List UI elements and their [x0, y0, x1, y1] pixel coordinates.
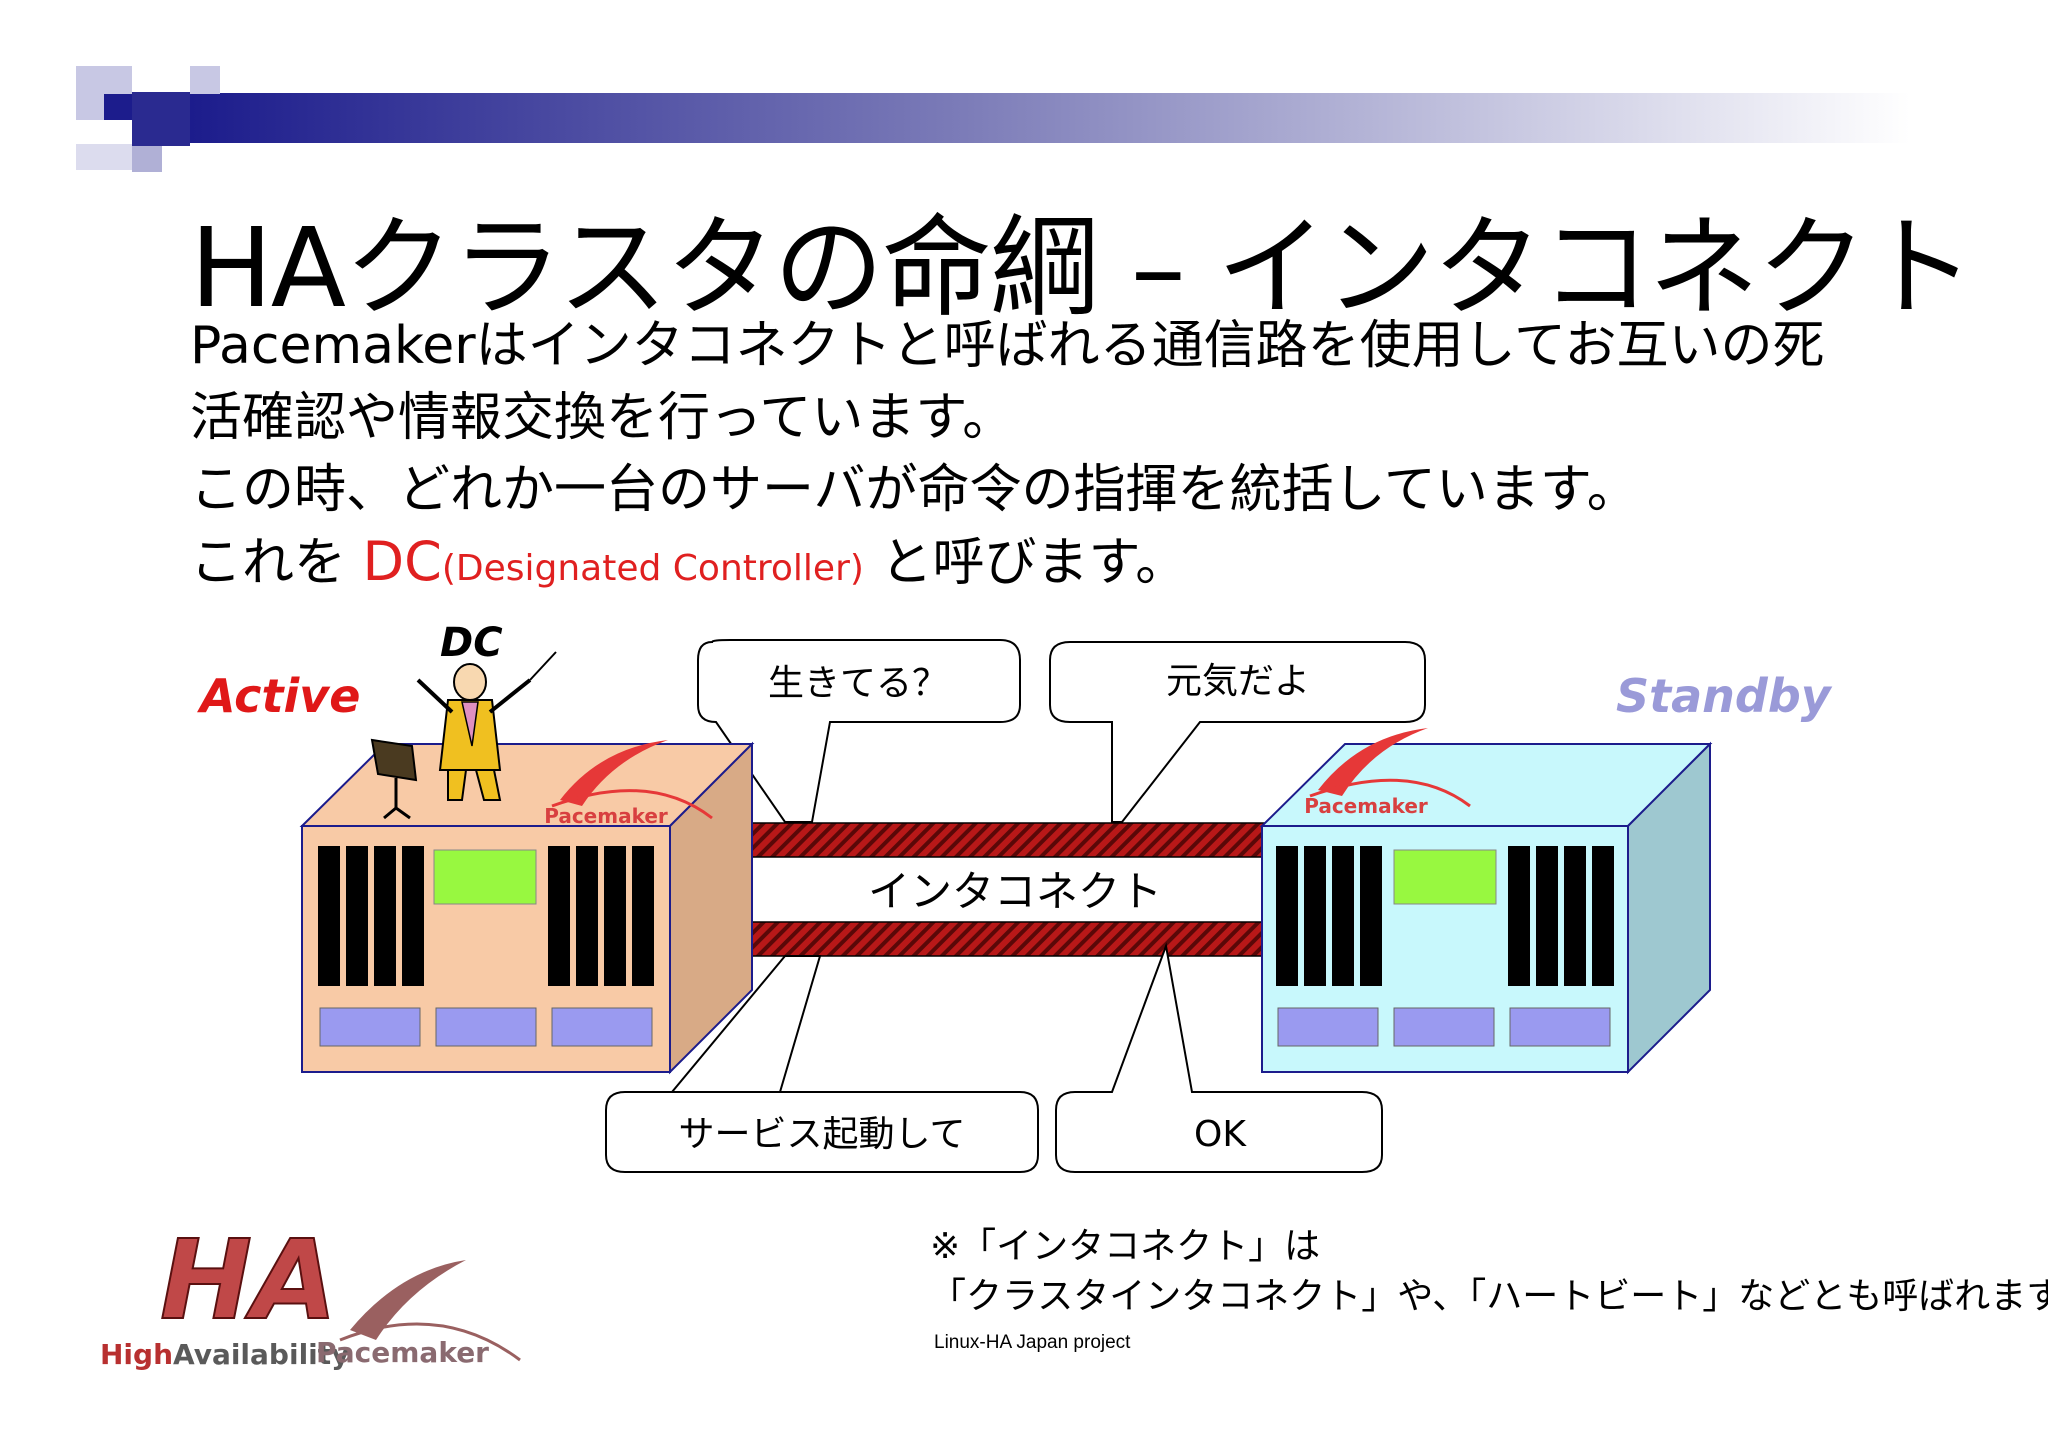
active-pacemaker-logo-icon [560, 740, 668, 806]
body-line-4: これを DC(Designated Controller) と呼びます。 [190, 526, 1825, 605]
bubble-alive-shape [697, 639, 1021, 823]
bubble-ok-text: OK [1194, 1114, 1247, 1155]
interconnect-cable-bottom [751, 921, 1268, 957]
interconnect-cable-top [751, 822, 1268, 858]
dc-term: DC [362, 530, 442, 593]
active-pacemaker-logo-text: Pacemaker [544, 804, 668, 828]
standby-server: Pacemaker [1259, 728, 1713, 1075]
ha-logo-text: HighAvailability [100, 1338, 349, 1371]
interconnect-label: インタコネクト [868, 867, 1162, 916]
high-availability-logo: HA HighAvailability [100, 1215, 349, 1371]
ha-logo-text-high: High [100, 1338, 173, 1371]
pacemaker-logo: Pacemaker [316, 1260, 521, 1369]
standby-label: Standby [1616, 669, 1833, 723]
footnote-line-2: 「クラスタインタコネクト」や、「ハートビート」などとも呼ばれます [930, 1276, 2048, 1317]
body-text: Pacemakerはインタコネクトと呼ばれる通信路を使用してお互いの死 活確認や… [190, 310, 1825, 605]
pacemaker-logo-text: Pacemaker [316, 1336, 489, 1369]
body-line-2: 活確認や情報交換を行っています。 [190, 388, 1015, 448]
dc-label: DC [440, 620, 503, 666]
header-decoration [76, 66, 1910, 172]
footnote: ※「インタコネクト」は 「クラスタインタコネクト」や、「ハートビート」などとも呼… [930, 1222, 2048, 1322]
footnote-line-1: ※「インタコネクト」は [930, 1226, 1321, 1267]
conductor-figure-icon [370, 651, 557, 820]
bubble-fine-shape [1049, 641, 1426, 823]
standby-pacemaker-logo-text: Pacemaker [1304, 794, 1428, 818]
ha-logo-text-availability: Availability [173, 1338, 349, 1371]
credit-text: Linux-HA Japan project [934, 1332, 1131, 1353]
bubble-ok-shape [1055, 942, 1383, 1173]
body-line-3: この時、どれか一台のサーバが命令の指揮を統括しています。 [190, 460, 1639, 520]
bubble-alive-text: 生きてる？ [768, 663, 948, 704]
body-line-1: Pacemakerはインタコネクトと呼ばれる通信路を使用してお互いの死 [190, 316, 1825, 376]
page-title: HAクラスタの命綱 – インタコネクト [190, 204, 1975, 332]
body-line-4-prefix: これを [190, 533, 363, 593]
bubble-start-service-shape [605, 955, 1039, 1173]
standby-server-display [1393, 849, 1497, 905]
active-server-display [433, 849, 537, 905]
bubble-start-service-text: サービス起動して [679, 1114, 966, 1155]
active-server: Pacemaker [299, 740, 755, 1075]
dc-full-name: (Designated Controller) [441, 548, 864, 589]
pacemaker-feather-icon [350, 1260, 466, 1340]
body-line-4-suffix: と呼びます。 [863, 533, 1188, 593]
bubble-fine-text: 元気だよ [1166, 661, 1310, 702]
standby-pacemaker-logo-icon [1318, 728, 1428, 796]
active-label: Active [197, 669, 360, 723]
ha-logo-letters: HA [160, 1216, 337, 1344]
